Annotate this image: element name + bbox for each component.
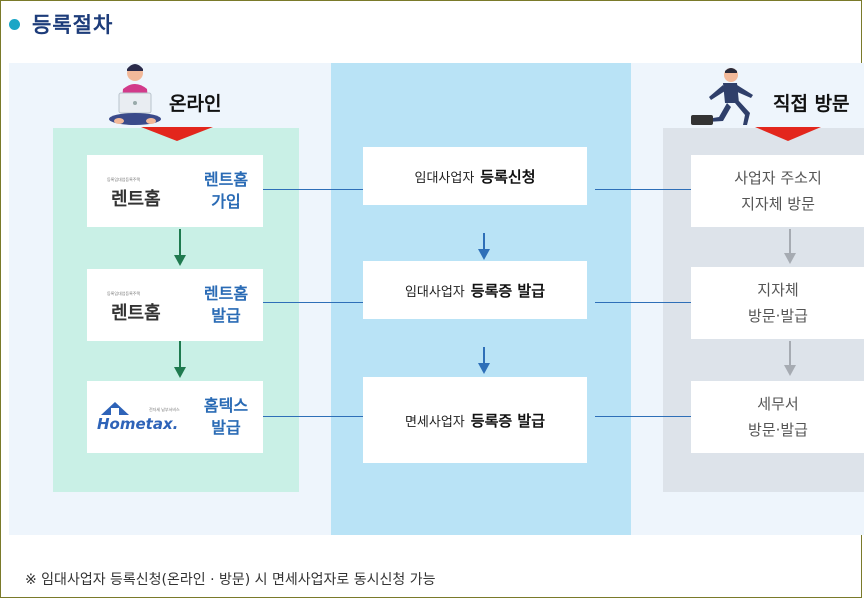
down-arrow-icon bbox=[784, 341, 796, 376]
online-step-text: 렌트홈 발급 bbox=[203, 284, 249, 325]
connector-line bbox=[595, 416, 699, 417]
direct-step-card: 사업자 주소지 지자체 방문 bbox=[691, 155, 864, 227]
online-pointer-icon bbox=[141, 127, 213, 141]
step-prefix: 면세사업자 bbox=[404, 414, 465, 430]
renthome-logo-text: 렌트홈 bbox=[111, 189, 161, 210]
bullet-dot-icon bbox=[9, 18, 20, 30]
online-label: 온라인 bbox=[169, 93, 222, 115]
direct-step-card: 세무서 방문·발급 bbox=[691, 381, 864, 453]
step-prefix: 임대사업자 bbox=[404, 284, 465, 300]
direct-pointer-icon bbox=[755, 127, 821, 141]
renthome-logo-text: 렌트홈 bbox=[111, 303, 161, 324]
direct-step-card: 지자체 방문·발급 bbox=[691, 267, 864, 339]
online-step-card: 등록임대업등록주택 렌트홈 렌트홈 가입 bbox=[87, 155, 263, 227]
online-step-text: 렌트홈 가입 bbox=[203, 170, 249, 211]
down-arrow-icon bbox=[174, 341, 186, 378]
direct-step-line2: 지자체 방문 bbox=[741, 195, 815, 213]
hometax-logo: Hometax. bbox=[97, 415, 179, 433]
middle-step-card: 임대사업자 등록증 발급 bbox=[363, 261, 587, 319]
step-bold: 등록증 발급 bbox=[470, 411, 546, 430]
online-step-card: 전자세 납부서비스 Hometax. 홈텍스 발급 bbox=[87, 381, 263, 453]
direct-step-line1: 지자체 bbox=[757, 281, 799, 299]
down-arrow-icon bbox=[784, 229, 796, 264]
logo-subtitle: 등록임대업등록주택 bbox=[107, 177, 141, 182]
direct-step-line1: 사업자 주소지 bbox=[734, 169, 822, 187]
person-laptop-icon bbox=[109, 64, 161, 125]
down-arrow-icon bbox=[478, 347, 490, 374]
direct-step-line2: 방문·발급 bbox=[748, 421, 808, 439]
direct-step-line1: 세무서 bbox=[757, 395, 799, 413]
connector-line bbox=[263, 416, 363, 417]
online-step-card: 등록임대업등록주택 렌트홈 렌트홈 발급 bbox=[87, 269, 263, 341]
down-arrow-icon bbox=[478, 233, 490, 260]
down-arrow-icon bbox=[174, 229, 186, 266]
logo-subtitle: 등록임대업등록주택 bbox=[107, 291, 141, 296]
connector-line bbox=[595, 302, 699, 303]
renthome-logo: 렌트홈 bbox=[111, 185, 161, 211]
middle-step-card: 임대사업자 등록신청 bbox=[363, 147, 587, 205]
step-bold: 등록신청 bbox=[480, 167, 536, 186]
section-header: 등록절차 bbox=[9, 9, 113, 39]
renthome-logo: 렌트홈 bbox=[111, 299, 161, 325]
running-businessman-icon bbox=[691, 68, 753, 125]
connector-line bbox=[263, 189, 363, 190]
logo-subtitle: 전자세 납부서비스 bbox=[149, 407, 180, 412]
hometax-house-icon bbox=[101, 402, 129, 415]
middle-step-card: 면세사업자 등록증 발급 bbox=[363, 377, 587, 463]
step-bold: 등록증 발급 bbox=[470, 281, 546, 300]
direct-visit-label: 직접 방문 bbox=[773, 93, 850, 115]
step-prefix: 임대사업자 bbox=[414, 170, 475, 186]
page-title: 등록절차 bbox=[32, 13, 114, 37]
connector-line bbox=[595, 189, 699, 190]
connector-line bbox=[263, 302, 363, 303]
online-step-text: 홈텍스 발급 bbox=[203, 396, 249, 437]
direct-step-line2: 방문·발급 bbox=[748, 307, 808, 325]
footnote: ※ 임대사업자 등록신청(온라인 · 방문) 시 면세사업자로 동시신청 가능 bbox=[25, 572, 436, 588]
